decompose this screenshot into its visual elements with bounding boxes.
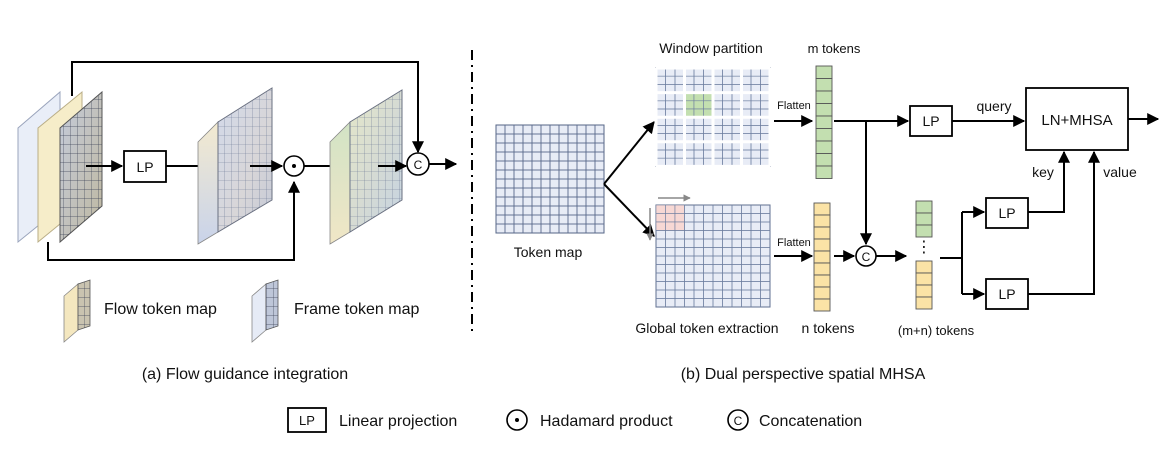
n-tokens-column: [813, 202, 831, 312]
m-token-cell: [815, 128, 833, 142]
legend-lp-box-label: LP: [299, 413, 315, 428]
mn-token-cell-green: [915, 200, 933, 214]
mn-token-cell-yellow: [915, 296, 933, 310]
m-token-cell: [815, 165, 833, 179]
n-token-cell: [813, 214, 831, 228]
token-cell: [594, 223, 605, 234]
tokens-ellipsis: ⋮: [916, 239, 932, 256]
concat-operator-a: C: [406, 152, 430, 176]
m-tokens-column: [815, 65, 833, 179]
m-token-cell: [815, 90, 833, 104]
concat-operator-b: C: [855, 245, 877, 267]
skip-connection-bottom: [47, 180, 300, 261]
n-token-cell: [813, 298, 831, 312]
m-tokens-label: m tokens: [808, 41, 861, 56]
m-token-cell: [815, 65, 833, 79]
n-token-cell: [813, 226, 831, 240]
bottom-legend: LP Linear projection Hadamard product C …: [287, 407, 862, 433]
output-token-map: [329, 89, 403, 245]
mn-token-cell-yellow: [915, 284, 933, 298]
legend-frame-token-map: Frame token map: [294, 301, 419, 318]
token-map-label: Token map: [514, 244, 583, 260]
global-cell: [665, 204, 676, 214]
m-token-cell: [815, 78, 833, 92]
frame-token-map-icon: [251, 279, 279, 343]
flow-token-map-icon: [63, 279, 91, 343]
flatten-label-bottom: Flatten: [777, 237, 811, 249]
key-label: key: [1032, 164, 1054, 180]
legend-hadamard-product: Hadamard product: [540, 413, 673, 430]
caption-a: (a) Flow guidance integration: [142, 366, 348, 383]
legend-concat-icon: C: [727, 409, 749, 431]
lp-label-query: LP: [922, 113, 939, 129]
mn-token-cell-yellow: [915, 272, 933, 286]
legend-concat-symbol: C: [734, 414, 743, 428]
legend-lp-icon: LP: [287, 407, 327, 433]
window-partition-label: Window partition: [659, 40, 763, 56]
panel-a: LP C: [17, 61, 458, 383]
mn-tokens-column: [915, 200, 933, 310]
global-cell: [655, 221, 666, 231]
m-token-cell: [815, 140, 833, 154]
n-token-cell: [813, 238, 831, 252]
caption-b: (b) Dual perspective spatial MHSA: [681, 366, 926, 383]
middle-token-map: [197, 87, 273, 245]
lp-label-value: LP: [998, 286, 1015, 302]
flatten-label-top: Flatten: [777, 100, 811, 112]
value-label: value: [1103, 164, 1137, 180]
global-cell: [655, 204, 666, 214]
global-cell: [760, 298, 771, 308]
legend-concatenation: Concatenation: [759, 413, 862, 430]
global-cell: [674, 204, 685, 214]
lp-label-key: LP: [998, 205, 1015, 221]
legend-flow-token-map: Flow token map: [104, 301, 217, 318]
global-cell: [665, 221, 676, 231]
token-map-grid: [495, 124, 605, 234]
window-cell: [693, 100, 704, 110]
mn-token-cell-green: [915, 212, 933, 226]
input-token-maps: [17, 90, 103, 244]
n-token-cell: [813, 250, 831, 264]
mn-tokens-label: (m+n) tokens: [898, 323, 975, 338]
legend-linear-projection: Linear projection: [339, 413, 457, 430]
global-cell: [674, 213, 685, 223]
m-token-cell: [815, 115, 833, 129]
lp-box-a: LP: [123, 150, 167, 183]
mn-token-cell-green: [915, 224, 933, 238]
m-token-cell: [815, 103, 833, 117]
panel-b: Token map Window partition Global token …: [495, 40, 1160, 383]
lp-label-a: LP: [136, 159, 153, 175]
skip-connection-top: [71, 61, 424, 154]
legend-hadamard-icon: [506, 409, 528, 431]
n-tokens-label: n tokens: [802, 320, 855, 336]
n-token-cell: [813, 286, 831, 300]
m-token-cell: [815, 153, 833, 167]
n-token-cell: [813, 274, 831, 288]
global-token-extraction-label: Global token extraction: [635, 320, 778, 336]
mhsa-label: LN+MHSA: [1041, 112, 1112, 129]
global-cell: [655, 213, 666, 223]
lp-box-key: LP: [985, 197, 1029, 229]
window-partition-grid: [654, 66, 772, 168]
global-token-grid: [655, 204, 771, 308]
n-token-cell: [813, 262, 831, 276]
lp-box-value: LP: [985, 278, 1029, 310]
hadamard-operator: [283, 155, 305, 177]
global-cell: [674, 221, 685, 231]
mn-token-cell-yellow: [915, 260, 933, 274]
mhsa-block: LN+MHSA: [1025, 87, 1129, 151]
n-token-cell: [813, 202, 831, 216]
concat-symbol-a: C: [414, 158, 423, 172]
concat-symbol-b: C: [862, 250, 871, 264]
query-label: query: [976, 98, 1011, 114]
lp-box-query: LP: [909, 105, 953, 137]
global-cell: [665, 213, 676, 223]
